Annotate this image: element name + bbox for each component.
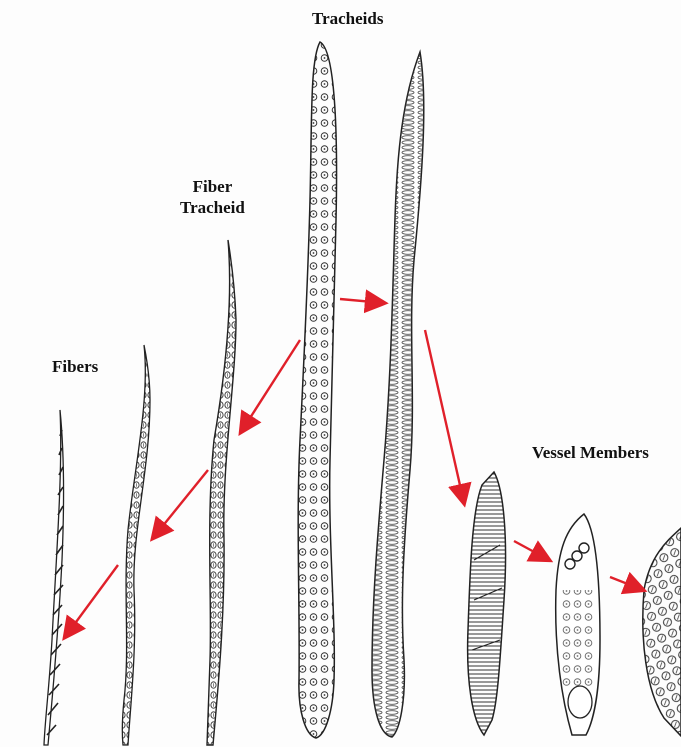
- tracheid-cell-1: [298, 42, 336, 738]
- vessel-members-label: Vessel Members: [532, 442, 649, 463]
- arrow-vessel-1-to-vessel-2: [514, 541, 549, 560]
- tracheid-cell-2: [372, 52, 424, 737]
- vessel-member-1: [468, 472, 506, 735]
- arrow-vessel-2-to-vessel-3: [610, 577, 643, 590]
- arrow-pitted-fiber-to-fiber: [65, 565, 118, 637]
- arrow-fiber-tracheid-to-pitted-fiber: [153, 470, 208, 538]
- tracheids-label: Tracheids: [312, 8, 383, 29]
- fiber-tracheid-label: Fiber Tracheid: [180, 176, 245, 218]
- vessel-member-3: [643, 528, 681, 736]
- arrow-tracheid-to-fiber-tracheid: [241, 340, 300, 432]
- fiber-pitted-cell: [122, 345, 150, 745]
- fiber-tracheid-label-line1: Fiber: [180, 176, 245, 197]
- fiber-tracheid-label-line2: Tracheid: [180, 197, 245, 218]
- arrow-tracheid-to-vessel-1: [425, 330, 464, 503]
- fiber-cell: [44, 410, 63, 745]
- fiber-tracheid-cell: [207, 240, 236, 745]
- fibers-label: Fibers: [52, 356, 98, 377]
- vessel-member-2: [556, 514, 600, 735]
- arrow-tracheid-to-tracheid: [340, 299, 384, 303]
